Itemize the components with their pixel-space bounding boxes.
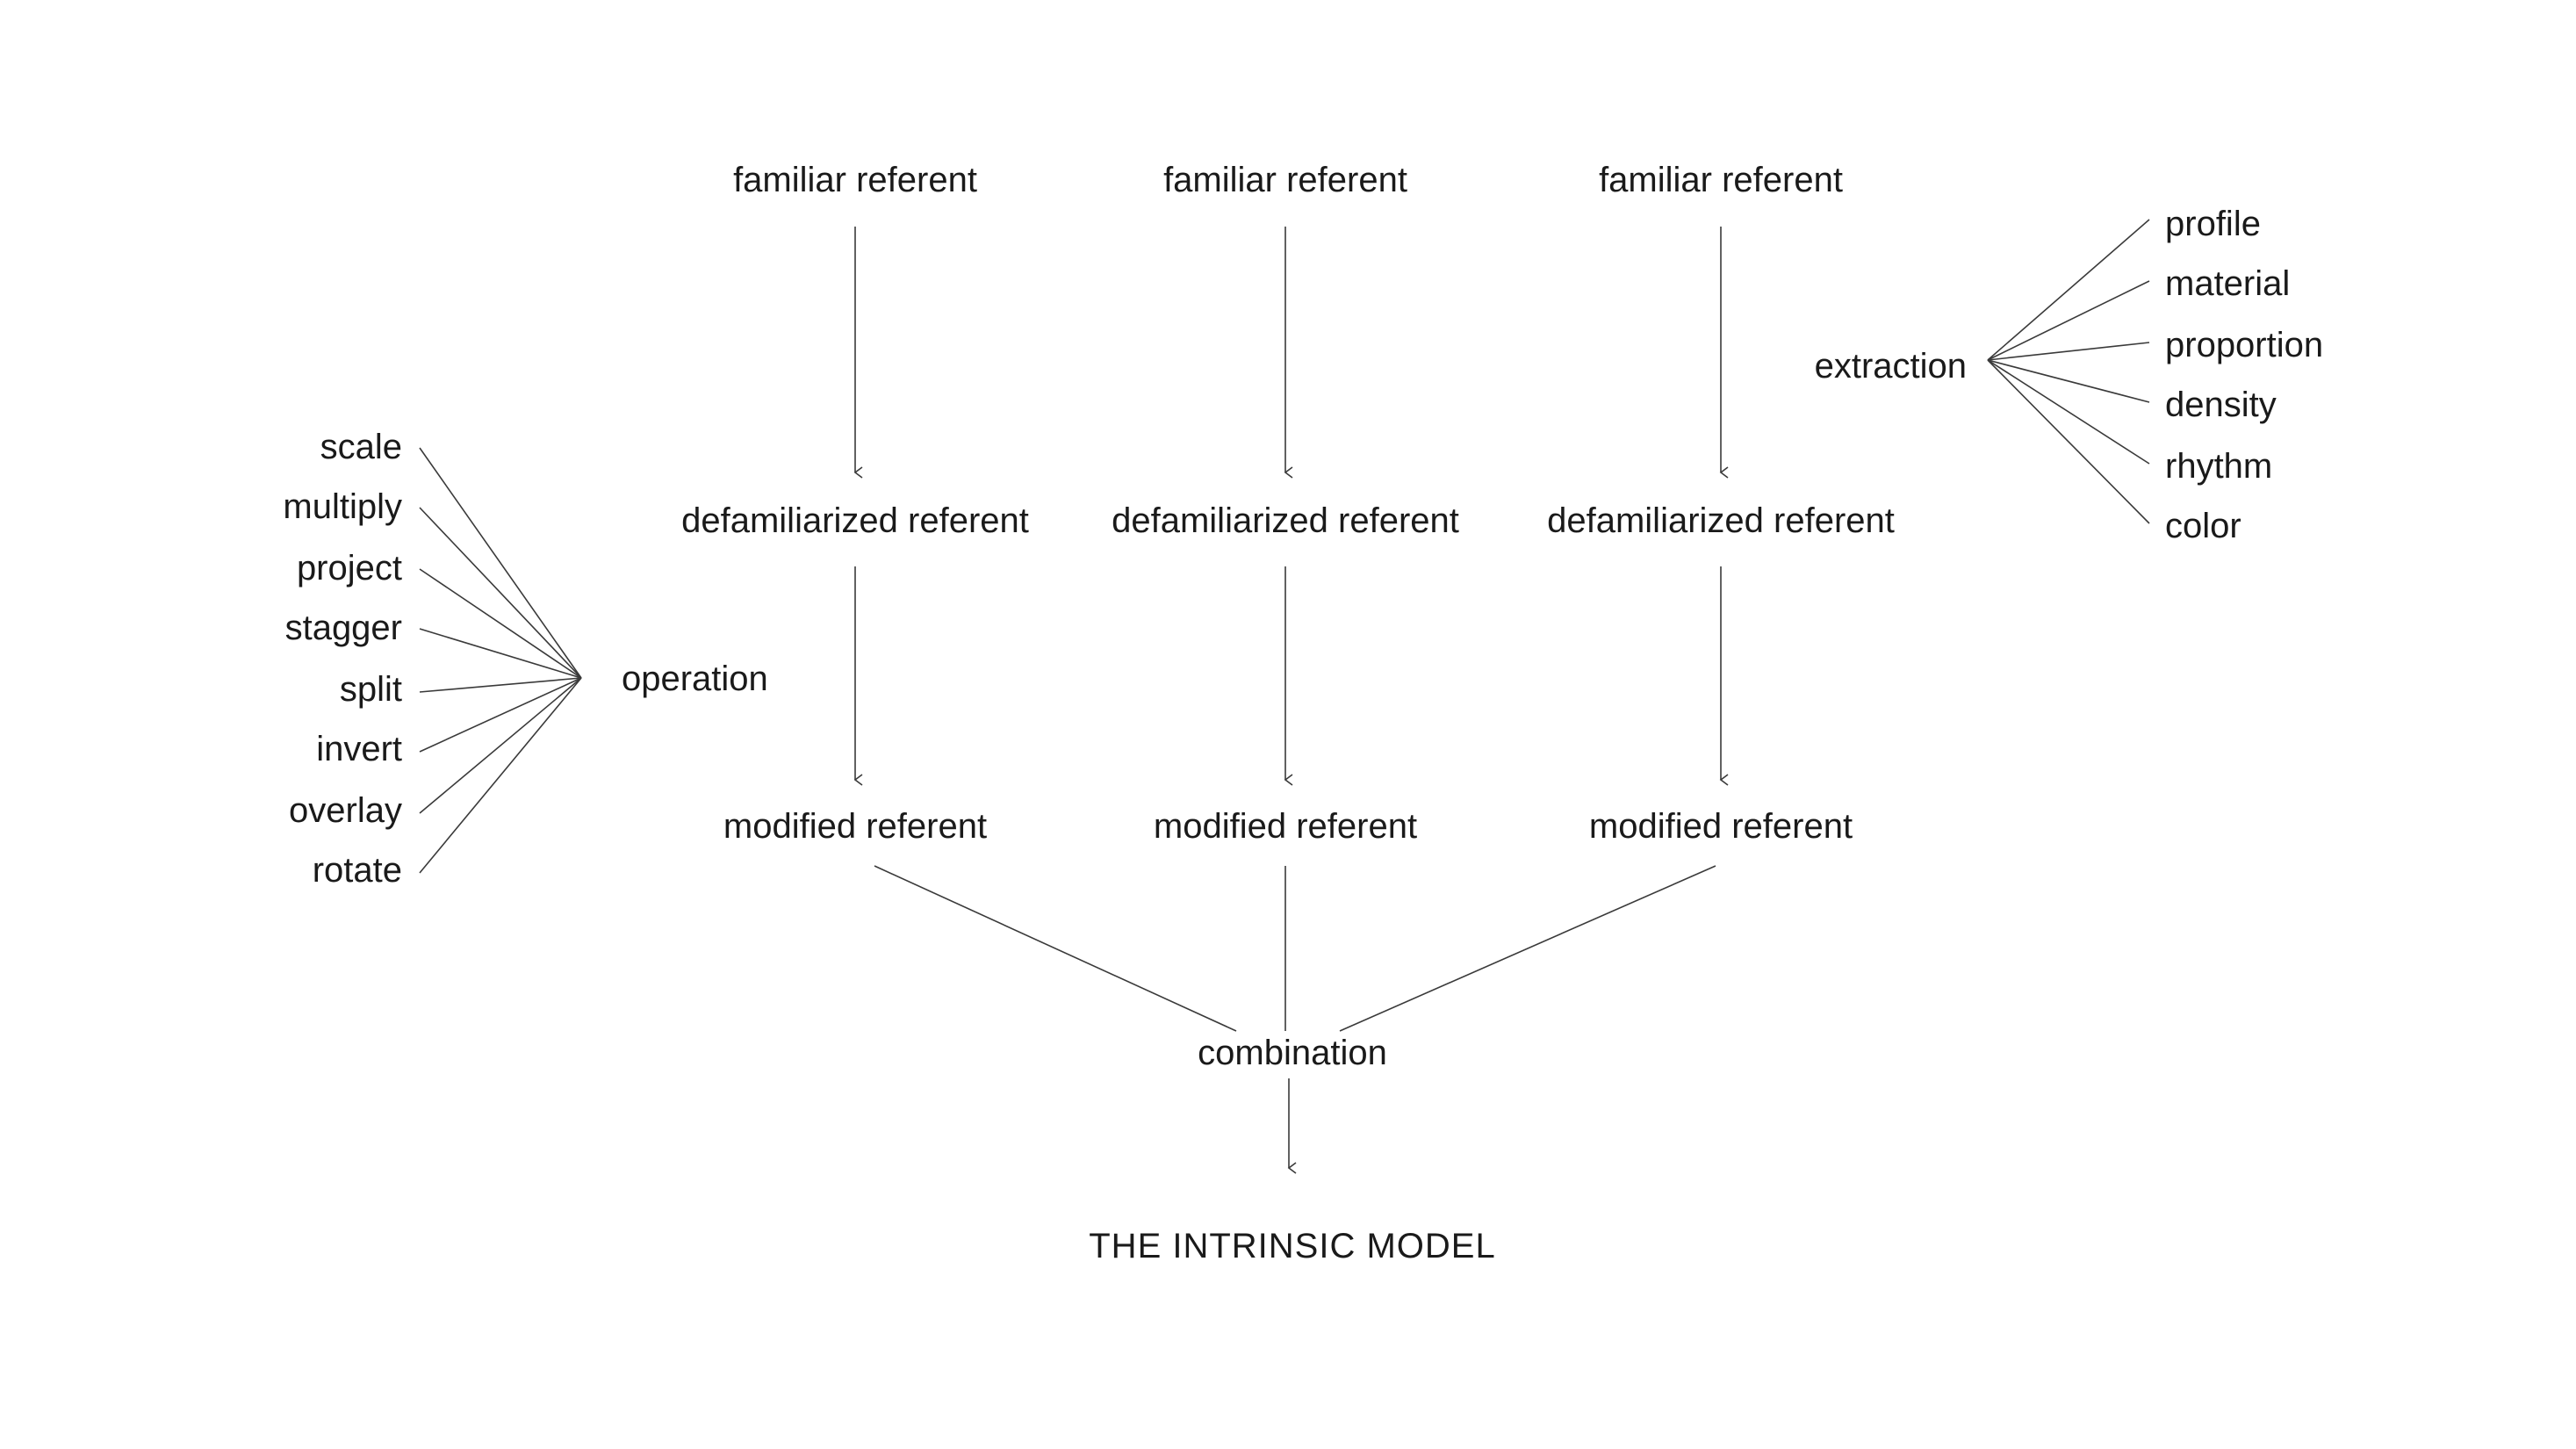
- familiar-referent-2: familiar referent: [1163, 161, 1407, 199]
- operation-item-split: split: [340, 670, 402, 709]
- modified-referent-1: modified referent: [723, 807, 987, 846]
- fan-line-color: [1987, 359, 2150, 524]
- fan-line-scale: [419, 447, 582, 679]
- operation-item-overlay: overlay: [289, 791, 402, 830]
- extraction-label: extraction: [1815, 347, 1967, 386]
- fan-line-profile: [1987, 219, 2150, 361]
- operation-fan: [419, 447, 582, 874]
- modified-referent-3: modified referent: [1589, 807, 1853, 846]
- extraction-item-profile: profile: [2165, 205, 2261, 243]
- fan-line-split: [419, 677, 582, 693]
- defamiliarized-referent-2: defamiliarized referent: [1112, 501, 1459, 540]
- extraction-item-material: material: [2165, 264, 2290, 303]
- operation-item-multiply: multiply: [283, 487, 402, 526]
- line-modified-1-to-combination: [874, 865, 1237, 1032]
- fan-line-invert: [419, 677, 582, 753]
- operation-item-scale: scale: [320, 428, 402, 466]
- extraction-item-density: density: [2165, 386, 2277, 424]
- fan-line-material: [1987, 280, 2150, 361]
- result-title: THE INTRINSIC MODEL: [1089, 1227, 1495, 1265]
- extraction-item-proportion: proportion: [2165, 326, 2323, 364]
- familiar-referent-1: familiar referent: [733, 161, 977, 199]
- operation-label: operation: [622, 660, 768, 698]
- fan-line-stagger: [419, 628, 582, 679]
- fan-line-multiply: [419, 507, 582, 679]
- defamiliarized-referent-3: defamiliarized referent: [1547, 501, 1895, 540]
- fan-line-overlay: [419, 677, 582, 814]
- familiar-referent-3: familiar referent: [1599, 161, 1843, 199]
- fan-line-proportion: [1987, 342, 2150, 361]
- line-modified-3-to-combination: [1339, 865, 1716, 1032]
- fan-line-rhythm: [1987, 359, 2150, 465]
- operation-item-invert: invert: [316, 730, 402, 768]
- operation-item-stagger: stagger: [285, 609, 402, 647]
- defamiliarized-referent-1: defamiliarized referent: [681, 501, 1029, 540]
- extraction-fan: [1987, 219, 2150, 524]
- extraction-item-rhythm: rhythm: [2165, 447, 2272, 486]
- operation-item-rotate: rotate: [313, 851, 402, 890]
- combination-label: combination: [1198, 1034, 1387, 1072]
- extraction-item-color: color: [2165, 507, 2241, 545]
- modified-referent-2: modified referent: [1154, 807, 1417, 846]
- fan-line-project: [419, 568, 582, 679]
- fan-line-density: [1987, 359, 2150, 403]
- operation-item-project: project: [297, 549, 402, 588]
- fan-line-rotate: [419, 677, 582, 874]
